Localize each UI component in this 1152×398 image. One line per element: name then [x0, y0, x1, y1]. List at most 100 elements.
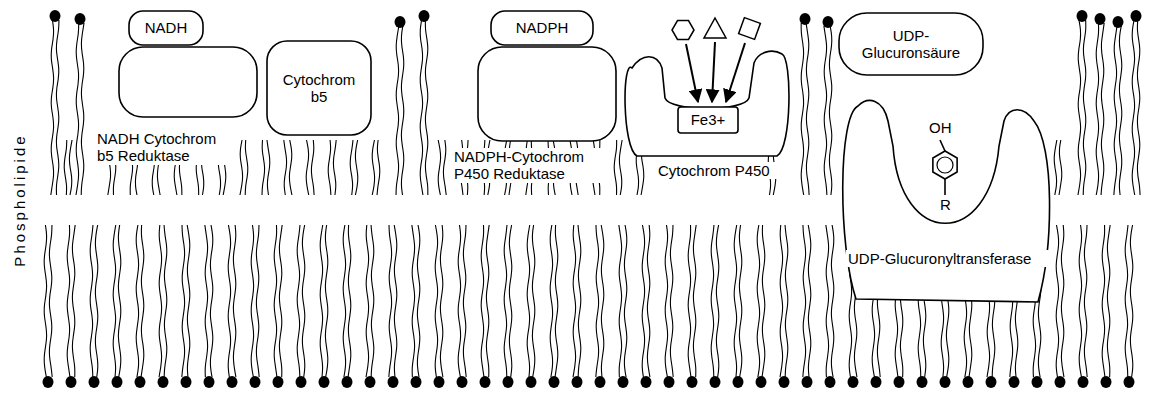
lipid-tail: [274, 225, 277, 377]
lipid-head: [411, 376, 422, 388]
lipid-tail: [1084, 225, 1087, 377]
group-label: R: [940, 197, 951, 214]
lipid-tail: [573, 225, 576, 377]
protein-label: UDP-Glucuronyltransferase: [846, 250, 1050, 267]
lipid-tail: [72, 225, 75, 377]
lipid-head: [43, 376, 54, 388]
protein-label: Cytochrom b5: [277, 71, 361, 106]
lipid-tail: [256, 225, 259, 377]
lipid-head: [204, 376, 215, 388]
lipid-tail: [824, 26, 827, 195]
lipid-tail: [806, 23, 809, 195]
lipid-tail: [389, 225, 392, 377]
lipid-tail: [159, 225, 162, 377]
lipid-tail: [670, 225, 673, 377]
lipid-head: [50, 10, 61, 22]
lipid-tail: [141, 225, 144, 377]
lipid-head: [480, 376, 491, 388]
lipid-tail: [435, 225, 437, 377]
lipid-tail: [81, 23, 84, 195]
lipid-tail: [1102, 225, 1105, 377]
protein-label: Cytochrom P450: [656, 162, 790, 179]
lipid-tail: [711, 225, 714, 377]
lipid-tail: [829, 26, 831, 195]
lipid-head: [1009, 376, 1020, 388]
lipid-head: [388, 376, 399, 388]
lipid-head: [986, 376, 997, 388]
lipid-tail: [1056, 225, 1058, 377]
lipid-tail: [803, 225, 806, 377]
lipid-tail: [1096, 23, 1098, 195]
lipid-tail: [642, 225, 644, 377]
lipid-tail: [785, 225, 788, 377]
protein-shape: NADH: [128, 10, 204, 46]
lipid-tail: [377, 140, 380, 195]
lipid-tail: [205, 225, 208, 377]
lipid-tail: [279, 225, 282, 377]
lipid-tail: [333, 140, 336, 195]
lipid-tail: [262, 140, 265, 195]
lipid-tail: [233, 225, 236, 377]
lipid-tail: [596, 225, 599, 377]
lipid-tail: [481, 225, 484, 377]
lipid-tail: [297, 225, 300, 377]
lipid-tail: [302, 225, 304, 377]
protein-label: NADPH: [496, 19, 588, 36]
lipid-tail: [1130, 225, 1132, 377]
lipid-tail: [325, 225, 327, 377]
lipid-head: [894, 376, 905, 388]
lipid-head: [1113, 16, 1124, 28]
lipid-tail: [808, 225, 811, 377]
lipid-head: [181, 376, 192, 388]
protein-label: NADPH-Cytochrom P450 Reduktase: [452, 148, 608, 183]
protein-shape: NADH Cytochrom b5 Reduktase: [95, 46, 265, 216]
lipid-tail: [619, 225, 622, 377]
lipid-tail: [187, 225, 190, 377]
lipid-head: [342, 376, 353, 388]
lipid-tail: [136, 225, 138, 377]
lipid-tail: [1083, 20, 1086, 195]
lipid-head: [1055, 376, 1066, 388]
lipid-tail: [780, 225, 783, 377]
lipid-tail: [801, 23, 804, 195]
lipid-tail: [245, 140, 248, 195]
lipid-tail: [619, 140, 622, 195]
lipid-head: [250, 376, 261, 388]
lipid-head: [395, 16, 406, 28]
lipid-head: [158, 376, 169, 388]
lipid-tail: [1101, 23, 1104, 195]
lipid-tail: [1125, 225, 1128, 377]
lipid-tail: [826, 225, 829, 377]
lipid-head: [1078, 376, 1089, 388]
protein-label: NADH: [134, 19, 198, 36]
lipid-tail: [458, 225, 460, 377]
lipid-tail: [164, 225, 167, 377]
lipid-head: [572, 376, 583, 388]
membrane-label: Phospholipide: [12, 133, 29, 266]
lipid-head: [365, 376, 376, 388]
lipid-tail: [1054, 140, 1057, 195]
lipid-tail: [251, 225, 253, 377]
lipid-tail: [486, 225, 489, 377]
lipid-head: [687, 376, 698, 388]
lipid-tail: [350, 140, 353, 195]
lipid-tail: [289, 140, 292, 195]
lipid-tail: [396, 26, 399, 195]
lipid-head: [940, 376, 951, 388]
lipid-head: [1077, 10, 1088, 22]
lipid-tail: [1107, 225, 1110, 377]
lipid-tail: [1078, 20, 1081, 195]
lipid-tail: [210, 225, 212, 377]
lipid-head: [434, 376, 445, 388]
lipid-head: [641, 376, 652, 388]
lipid-tail: [348, 225, 351, 377]
lipid-head: [823, 16, 834, 28]
protein-label: UDP-Glucuronsäure: [846, 27, 976, 62]
lipid-head: [89, 376, 100, 388]
protein-shape: UDP-Glucuronsäure: [838, 12, 984, 76]
lipid-tail: [284, 140, 287, 195]
lipid-tail: [343, 225, 345, 377]
lipid-tail: [527, 225, 530, 377]
lipid-tail: [401, 26, 403, 195]
